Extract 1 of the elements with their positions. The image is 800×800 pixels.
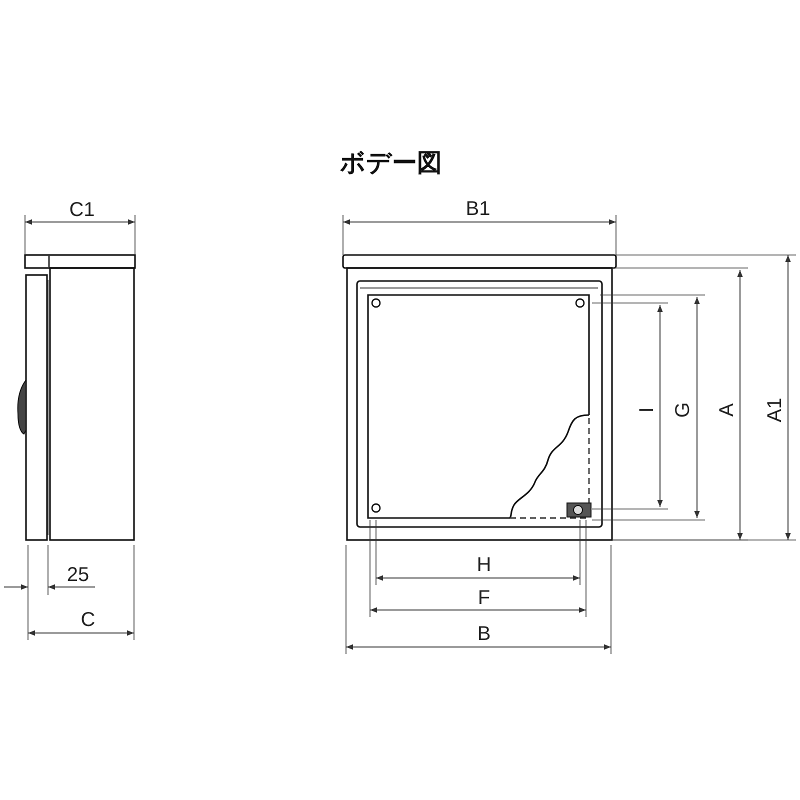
drawing-title: ボデー図 bbox=[340, 147, 442, 179]
